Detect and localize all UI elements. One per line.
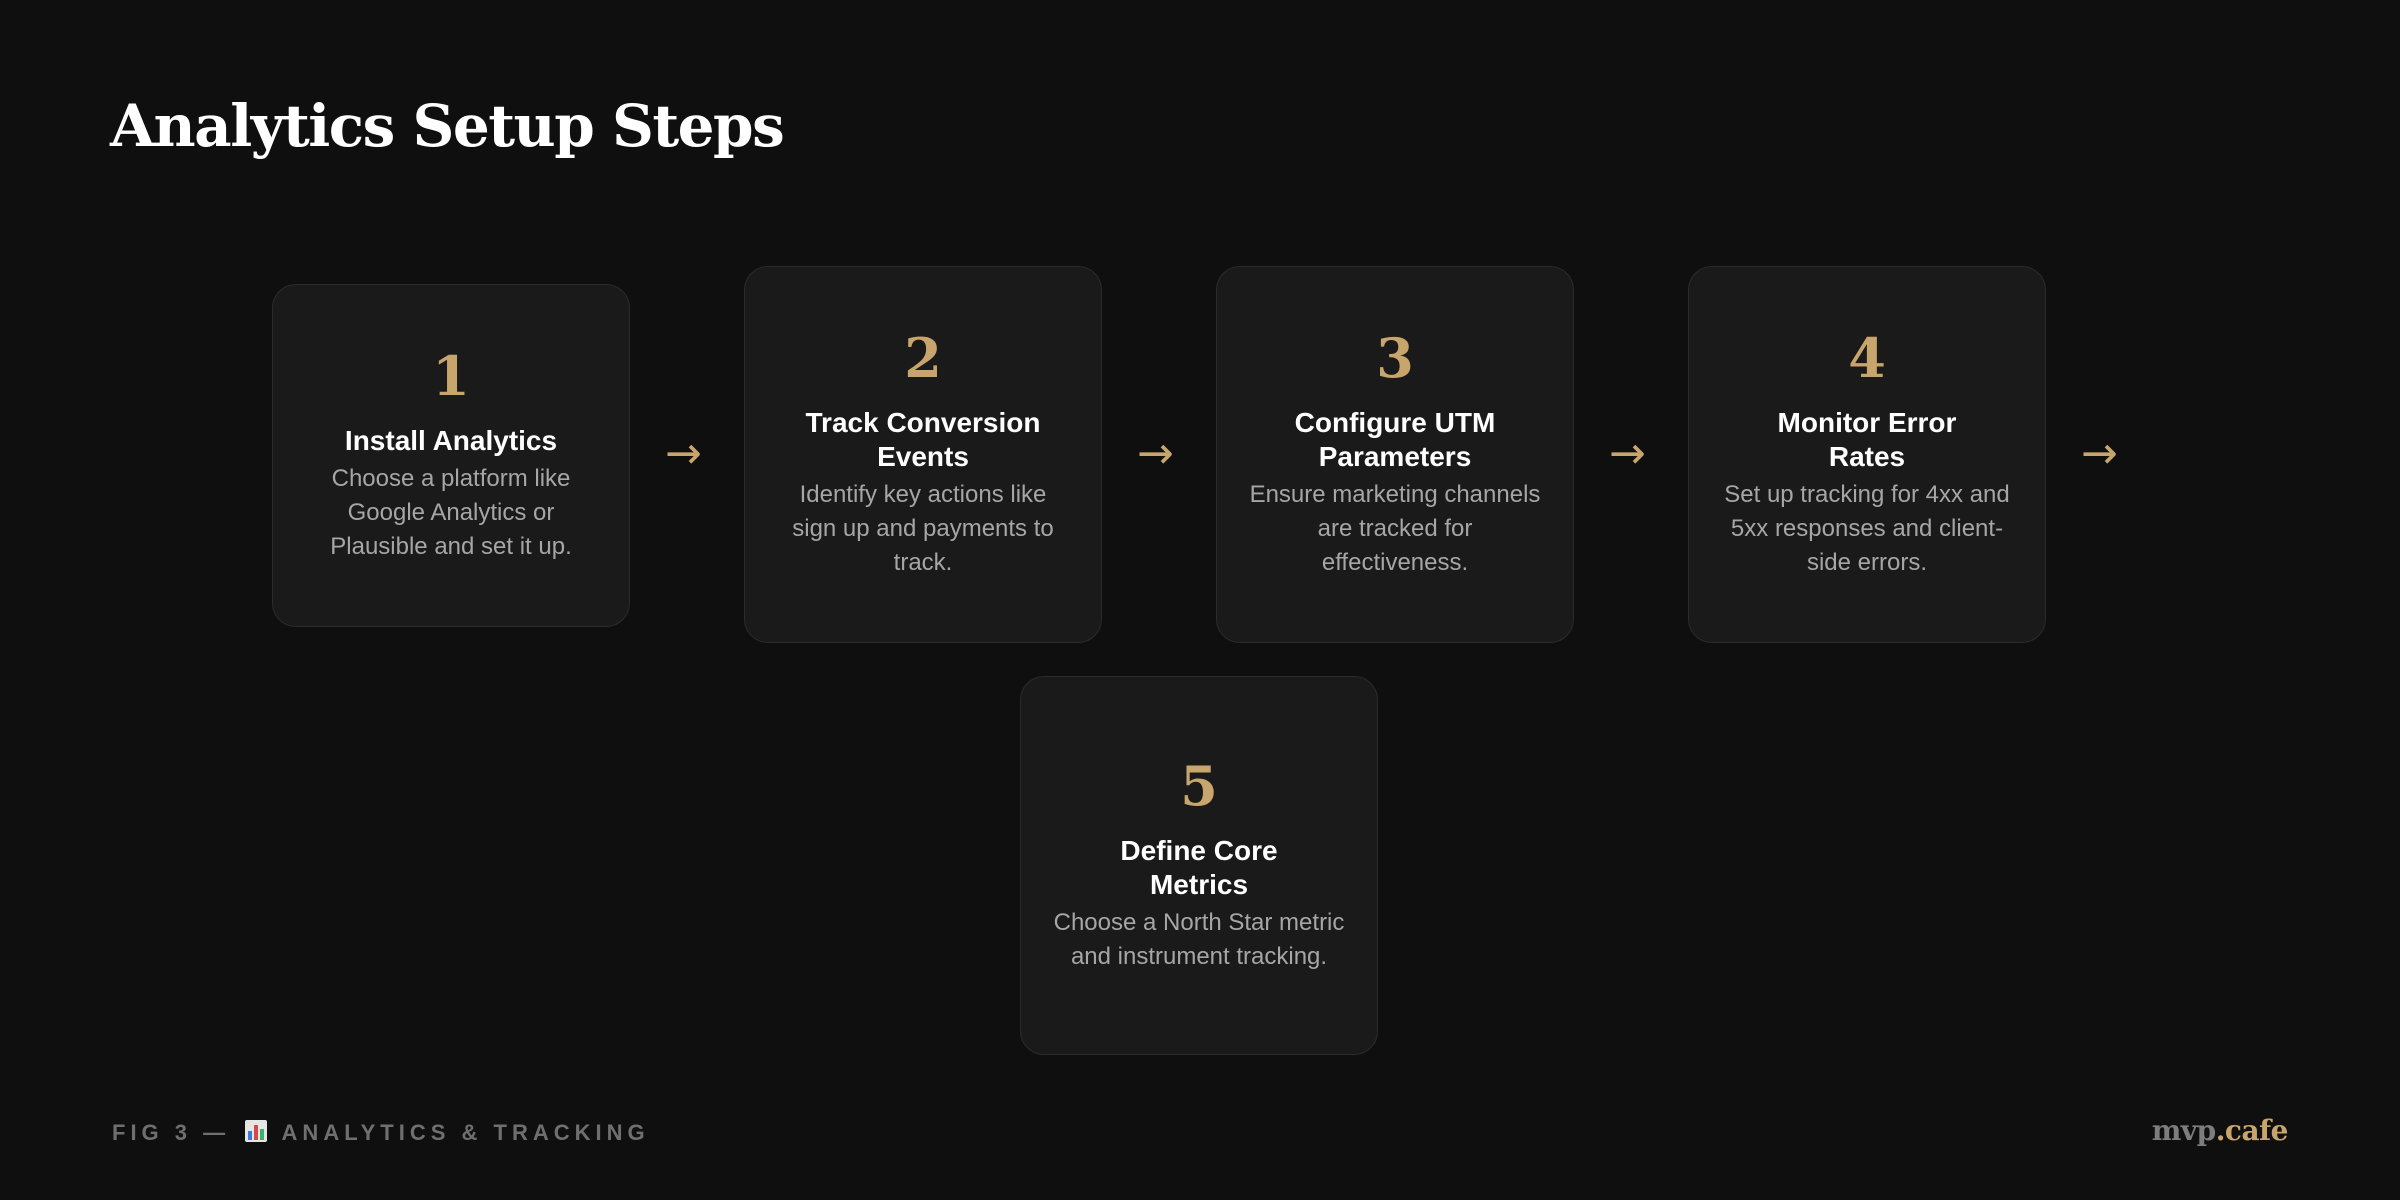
step-description: Choose a platform like Google Analytics … — [330, 465, 572, 561]
step-description: Ensure marketing channels are tracked fo… — [1249, 481, 1541, 577]
step-number: 4 — [1848, 325, 1886, 390]
brand-tld: .cafe — [2215, 1114, 2289, 1147]
step-description: Choose a North Star metric and instrumen… — [1053, 909, 1345, 971]
step-title: Install Analytics — [344, 425, 558, 457]
page-title: Analytics Setup Steps — [110, 92, 785, 160]
bar-chart-icon — [245, 1120, 268, 1148]
step-card-4: 4 Monitor Error Rates Set up tracking fo… — [1688, 266, 2046, 643]
step-card-5: 5 Define Core Metrics Choose a North Sta… — [1020, 676, 1378, 1055]
arrow-right-icon: → — [1137, 428, 1174, 479]
step-number: 5 — [1180, 753, 1218, 818]
brand-logo: mvp.cafe — [2151, 1114, 2289, 1147]
step-title: Define Core Metrics — [1120, 835, 1278, 901]
step-card-2: 2 Track Conversion Events Identify key a… — [744, 266, 1102, 643]
step-number: 2 — [904, 325, 942, 390]
step-title: Monitor Error Rates — [1777, 407, 1957, 473]
arrow-right-icon: → — [1609, 428, 1646, 479]
figure-label: FIG 3 — — [112, 1120, 231, 1145]
step-card-1: 1 Install Analytics Choose a platform li… — [272, 284, 630, 627]
step-number: 1 — [432, 343, 470, 408]
arrow-right-icon: → — [665, 428, 702, 479]
arrow-right-icon: → — [2081, 428, 2118, 479]
step-number: 3 — [1376, 325, 1414, 390]
step-title: Configure UTM Parameters — [1294, 407, 1496, 473]
figure-topic: ANALYTICS & TRACKING — [281, 1120, 650, 1145]
figure-caption: FIG 3 — ANALYTICS & TRACKING — [112, 1120, 650, 1148]
step-card-3: 3 Configure UTM Parameters Ensure market… — [1216, 266, 1574, 643]
step-description: Set up tracking for 4xx and 5xx response… — [1724, 481, 2010, 577]
step-title: Track Conversion Events — [805, 407, 1041, 473]
step-description: Identify key actions like sign up and pa… — [792, 481, 1054, 577]
brand-name: mvp — [2151, 1114, 2216, 1147]
